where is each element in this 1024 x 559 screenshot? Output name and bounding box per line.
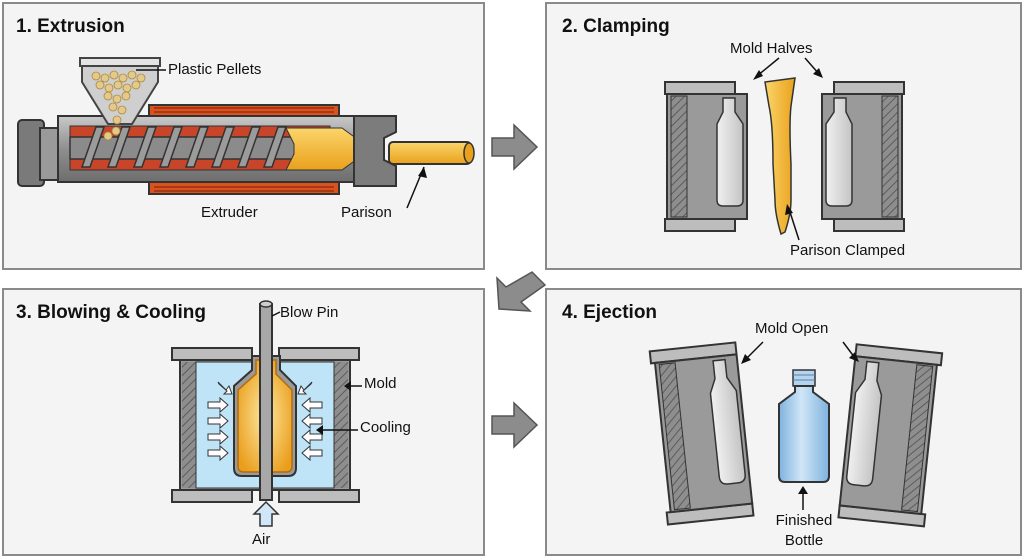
panel-title: 3. Blowing & Cooling [16, 302, 206, 323]
label-mold-open: Mold Open [755, 320, 829, 337]
blowing-illustration [171, 300, 362, 527]
label-mold: Mold [364, 375, 397, 392]
panel-clamping: 2. Clamping Mold Halves Parison Clamped [545, 2, 1022, 270]
panel-ejection: 4. Ejection Mold Open Finished Bottle [545, 288, 1022, 556]
extruder-illustration [17, 57, 475, 209]
label-mold-halves: Mold Halves [730, 40, 813, 57]
panel-title: 1. Extrusion [16, 16, 125, 37]
panel-title: 2. Clamping [562, 16, 670, 37]
arrow-diagonal [496, 271, 547, 312]
label-bottle: Bottle [784, 532, 824, 549]
label-air: Air [252, 531, 271, 548]
clamping-illustration [664, 57, 905, 241]
label-plastic-pellets: Plastic Pellets [168, 61, 262, 78]
panel-title: 4. Ejection [562, 302, 658, 323]
label-extruder: Extruder [201, 204, 258, 221]
label-cooling: Cooling [360, 419, 411, 436]
arrow-right-2 [491, 401, 539, 449]
label-blow-pin: Blow Pin [280, 304, 339, 321]
label-parison-clamped: Parison Clamped [790, 242, 906, 259]
label-parison: Parison [341, 204, 392, 221]
ejection-illustration [648, 341, 944, 528]
label-finished: Finished [775, 512, 833, 529]
arrow-right-1 [491, 123, 539, 171]
panel-blowing-cooling: 3. Blowing & Cooling Blow Pin Mold Cooli… [2, 288, 485, 556]
panel-extrusion: 1. Extrusion Plastic Pellets Extruder Pa… [2, 2, 485, 270]
